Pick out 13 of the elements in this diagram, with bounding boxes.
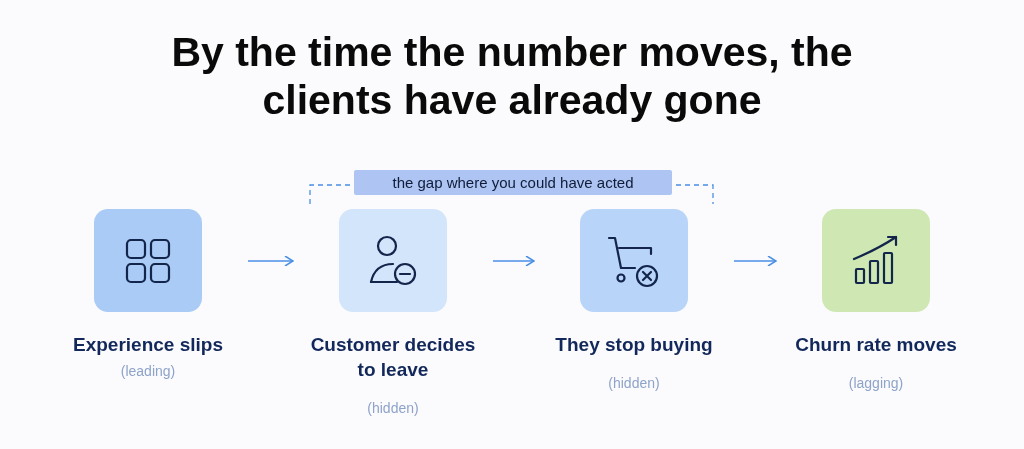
title: By the time the number moves, the clients have already gone bbox=[170, 28, 854, 124]
step-note: (hidden) bbox=[608, 375, 660, 391]
step-title: They stop buying bbox=[554, 333, 714, 357]
step-note: (leading) bbox=[120, 363, 176, 379]
step-title: Customer decides to leave bbox=[309, 333, 477, 382]
step-note: (hidden) bbox=[367, 400, 419, 416]
arrow bbox=[492, 255, 535, 267]
step-note: (lagging) bbox=[848, 375, 904, 391]
arrow bbox=[247, 255, 294, 267]
gap-label: the gap where you could have acted bbox=[354, 170, 672, 195]
step-title: Experience slips bbox=[72, 333, 224, 357]
step-title: Churn rate moves bbox=[794, 333, 958, 357]
arrow bbox=[733, 255, 777, 267]
